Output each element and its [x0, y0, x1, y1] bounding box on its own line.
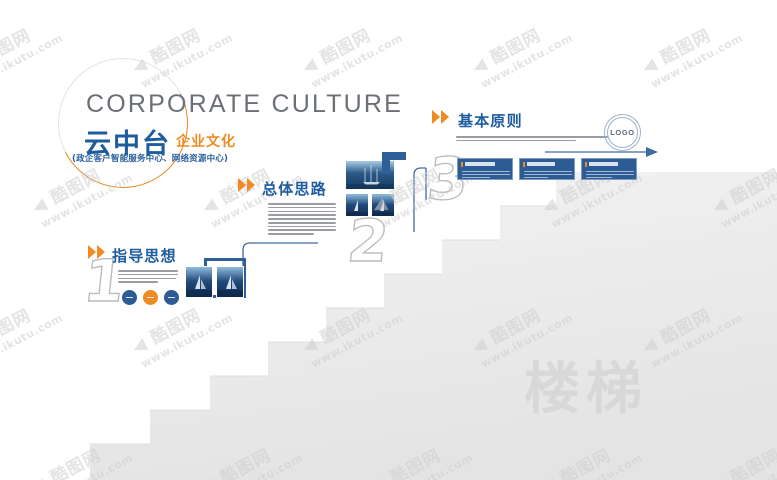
sailboat-photo-d: [371, 193, 395, 217]
section-heading-3: 基本原则: [458, 112, 523, 130]
section-body-text-3: [456, 136, 608, 144]
sailboat-photo-c: [345, 193, 369, 217]
flow-arrow: [545, 147, 658, 157]
section-body-text-1: [118, 270, 178, 285]
page-title-chinese: 云中台: [84, 129, 171, 160]
sailboat-photo-a: [185, 266, 213, 298]
logo-badge[interactable]: LOGO: [607, 117, 638, 148]
principle-card-1[interactable]: [457, 158, 513, 180]
principle-card-2[interactable]: [519, 158, 575, 180]
chevron-icon-section-1: [88, 245, 105, 259]
page-title-note: (政企客户智能服务中心、网络资源中心): [72, 154, 229, 164]
background-word: 楼梯: [524, 357, 648, 422]
page-title-english: CORPORATE CULTURE: [86, 90, 404, 118]
chevron-icon-section-2: [238, 178, 255, 192]
section-heading-2: 总体思路: [262, 180, 327, 198]
page-subtitle-chinese: 企业文化: [176, 134, 236, 150]
sailboat-photo-b: [216, 266, 244, 298]
corner-bracket-section-2: [382, 152, 406, 174]
badge-3: [164, 290, 179, 305]
chevron-icon-section-3: [432, 110, 449, 124]
badge-1: [122, 290, 137, 305]
logo-label: LOGO: [610, 128, 635, 137]
section-number-2: 2: [344, 206, 393, 275]
logo-outer-ring: [604, 114, 641, 151]
section-body-text-2: [268, 203, 336, 237]
principle-card-3[interactable]: [581, 158, 637, 180]
section-heading-1: 指导思想: [112, 247, 177, 265]
badge-2: [143, 290, 158, 305]
